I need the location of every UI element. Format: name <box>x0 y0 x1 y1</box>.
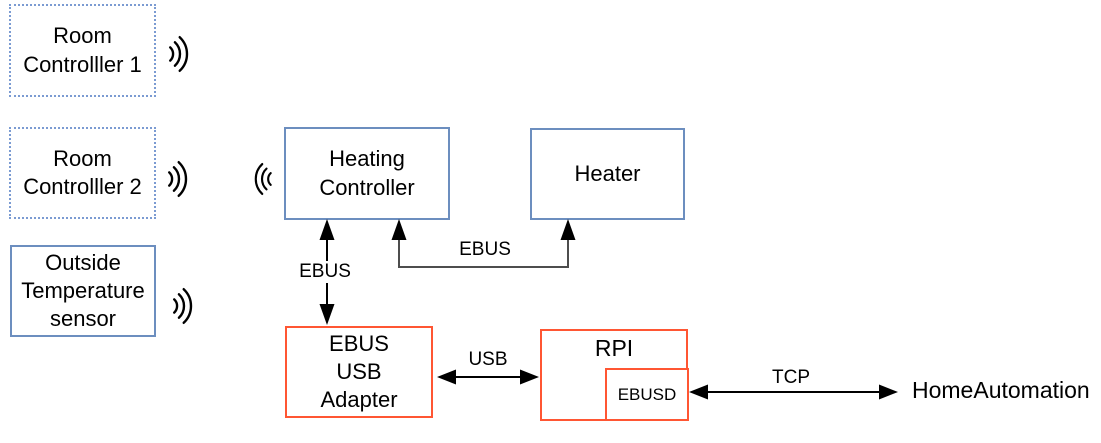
node-room-controller-1: Room Controlller 1 <box>9 4 156 97</box>
node-room-controller-2: Room Controlller 2 <box>9 127 156 219</box>
node-ebusd: EBUSD <box>605 368 689 421</box>
wireless-receive-icon <box>254 163 272 195</box>
node-heating-controller: Heating Controller <box>284 127 450 220</box>
node-heater: Heater <box>530 128 685 220</box>
wireless-transmit-icon <box>168 161 188 197</box>
connector-label-ebus-heater: EBUS <box>459 239 511 260</box>
wireless-transmit-icon <box>169 36 189 72</box>
node-outside-temperature-sensor: Outside Temperature sensor <box>10 245 156 337</box>
wireless-transmit-icon <box>173 288 193 324</box>
node-ebus-usb-adapter: EBUS USB Adapter <box>285 326 433 418</box>
node-home-automation: HomeAutomation <box>912 377 1090 403</box>
connector-usb <box>437 369 539 385</box>
connector-label-usb: USB <box>468 349 508 370</box>
connector-label-ebus-vertical: EBUS <box>296 261 354 283</box>
connector-label-tcp: TCP <box>772 367 810 388</box>
